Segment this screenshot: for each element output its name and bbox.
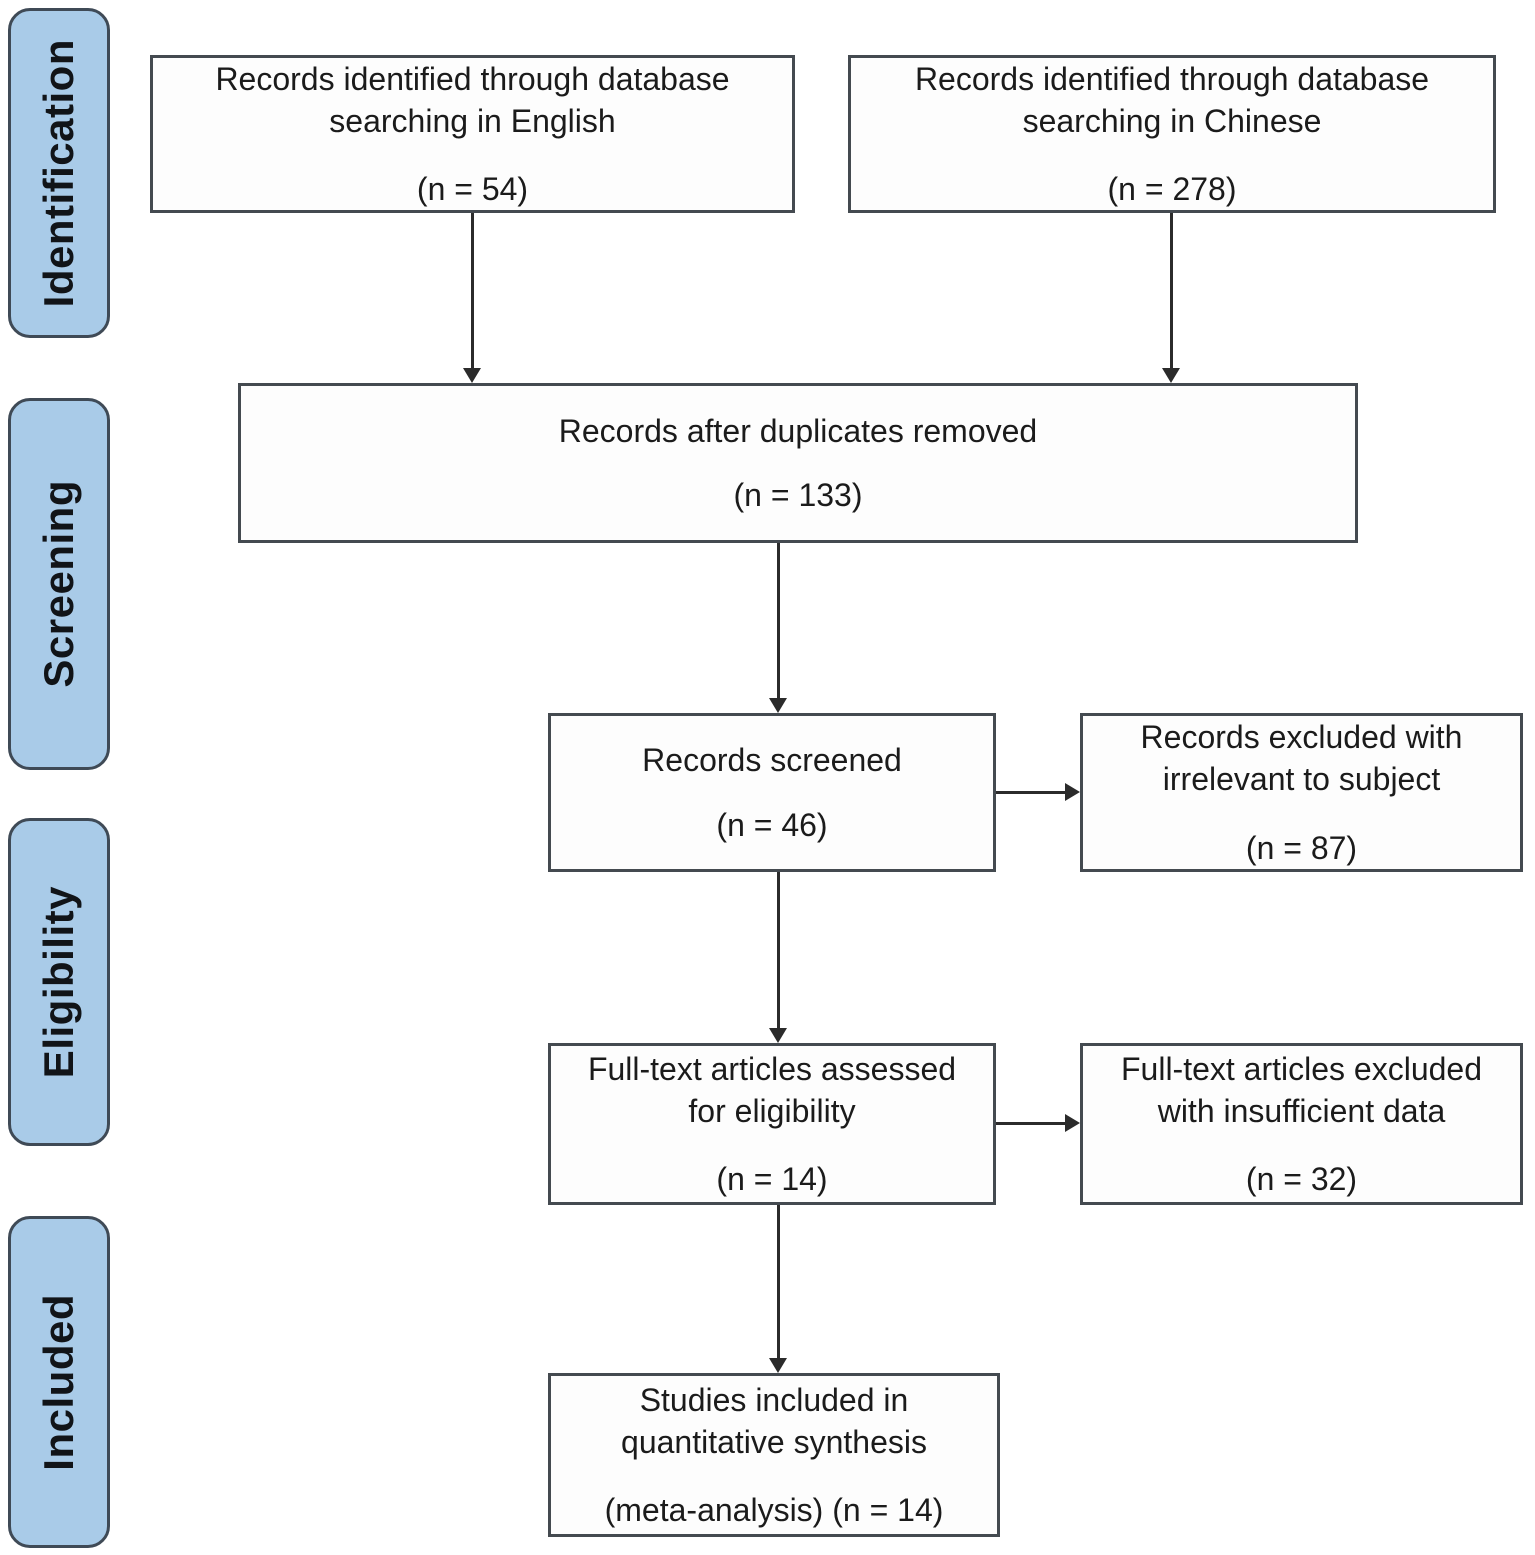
box-line-1: Records excluded with xyxy=(1140,719,1463,756)
box-count: (n = 278) xyxy=(1107,171,1237,208)
arrowhead-screened-to-fulltext xyxy=(769,1028,787,1043)
box-count: (n = 14) xyxy=(716,1161,828,1198)
connector-screened-to-excluded xyxy=(996,791,1066,794)
arrowhead-english-to-duplicates xyxy=(463,368,481,383)
box-records-excluded: Records excluded with irrelevant to subj… xyxy=(1080,713,1523,872)
stage-badge-included: Included xyxy=(8,1216,110,1548)
connector-screened-to-fulltext xyxy=(777,872,780,1028)
box-line-2: irrelevant to subject xyxy=(1162,761,1441,798)
arrowhead-duplicates-to-screened xyxy=(769,698,787,713)
stage-badge-screening: Screening xyxy=(8,398,110,770)
stage-label-screening: Screening xyxy=(35,480,82,688)
connector-chinese-to-duplicates xyxy=(1170,213,1173,368)
stage-label-identification: Identification xyxy=(35,38,82,308)
box-fulltext-assessed: Full-text articles assessed for eligibil… xyxy=(548,1043,996,1205)
box-fulltext-excluded: Full-text articles excluded with insuffi… xyxy=(1080,1043,1523,1205)
stage-badge-eligibility: Eligibility xyxy=(8,818,110,1146)
box-line-1: Full-text articles excluded xyxy=(1120,1050,1483,1087)
box-line-2: searching in English xyxy=(329,102,616,139)
box-studies-included: Studies included in quantitative synthes… xyxy=(548,1373,1000,1537)
box-line-1: Records identified through database xyxy=(215,60,730,97)
connector-english-to-duplicates xyxy=(471,213,474,368)
box-line-2: quantitative synthesis xyxy=(621,1423,927,1460)
box-count: (meta-analysis) (n = 14) xyxy=(604,1492,944,1529)
connector-fulltext-to-included xyxy=(777,1205,780,1358)
box-count: (n = 87) xyxy=(1245,829,1358,866)
connector-fulltext-to-excluded xyxy=(996,1122,1066,1125)
connector-duplicates-to-screened xyxy=(777,543,780,698)
box-count: (n = 46) xyxy=(716,806,828,843)
box-records-identified-english: Records identified through database sear… xyxy=(150,55,795,213)
stage-label-eligibility: Eligibility xyxy=(35,885,82,1079)
box-count: (n = 133) xyxy=(733,477,863,513)
stage-label-included: Included xyxy=(35,1293,82,1471)
box-count: (n = 54) xyxy=(416,171,529,208)
arrowhead-screened-to-excluded xyxy=(1065,783,1080,801)
box-records-screened: Records screened (n = 46) xyxy=(548,713,996,872)
box-line-2: for eligibility xyxy=(688,1092,856,1129)
box-line-2: with insufficient data xyxy=(1157,1092,1446,1129)
box-line-2: searching in Chinese xyxy=(1022,102,1322,139)
box-line-1: Full-text articles assessed xyxy=(587,1050,957,1087)
box-line-1: Records screened xyxy=(642,742,902,779)
box-line-1: Records after duplicates removed xyxy=(558,412,1038,449)
box-line-1: Studies included in xyxy=(639,1381,909,1418)
box-count: (n = 32) xyxy=(1245,1161,1358,1198)
arrowhead-fulltext-to-excluded xyxy=(1065,1114,1080,1132)
arrowhead-chinese-to-duplicates xyxy=(1162,368,1180,383)
box-records-after-duplicates-removed: Records after duplicates removed (n = 13… xyxy=(238,383,1358,543)
box-records-identified-chinese: Records identified through database sear… xyxy=(848,55,1496,213)
box-line-1: Records identified through database xyxy=(914,60,1430,97)
stage-badge-identification: Identification xyxy=(8,8,110,338)
arrowhead-fulltext-to-included xyxy=(769,1358,787,1373)
